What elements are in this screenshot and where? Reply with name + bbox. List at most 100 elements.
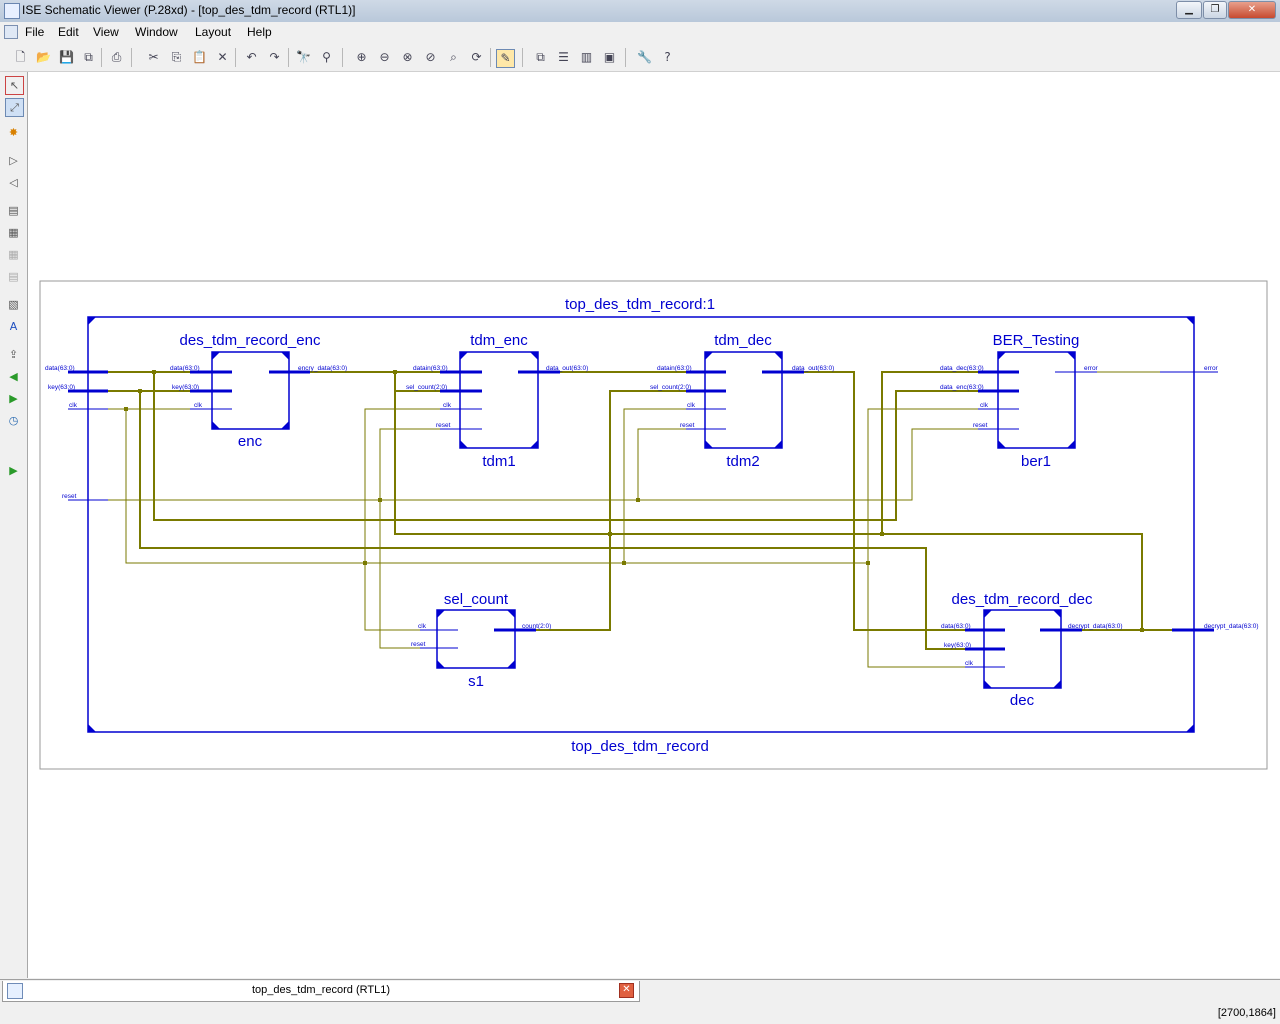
zoom-out-icon[interactable]: ⊖	[379, 50, 390, 64]
open-icon[interactable]: 📂	[36, 50, 51, 64]
document-tab-bar: top_des_tdm_record (RTL1) ✕	[0, 979, 1280, 1003]
schematic-doc-icon	[7, 983, 23, 999]
delete-icon[interactable]: ✕	[217, 50, 228, 64]
svg-text:data_dec(63:0): data_dec(63:0)	[940, 365, 984, 372]
svg-text:clk: clk	[194, 402, 203, 409]
main-toolbar: 🗋 📂 💾 ⧉ ⎙ ✂ ⎘ 📋 ✕ ↶ ↷ 🔭 ⚲ ⊕ ⊖ ⊗ ⊘ ⌕ ⟳ ✎ …	[0, 44, 1280, 72]
block-s1: clk reset count(2:0) sel_count s1	[411, 591, 551, 690]
refresh-icon[interactable]: ⟳	[471, 50, 482, 64]
toolbar-separator	[625, 48, 626, 67]
block-type-label: des_tdm_record_enc	[180, 332, 321, 349]
block-instance-label: s1	[468, 673, 484, 690]
svg-text:data(63:0): data(63:0)	[941, 623, 971, 630]
expand-icon[interactable]: ▦	[8, 226, 19, 239]
highlight-icon[interactable]: ✎	[496, 49, 515, 68]
windows-icon[interactable]: ▣	[603, 50, 616, 64]
save-all-icon[interactable]: ⧉	[84, 50, 93, 64]
toolbar-separator	[101, 48, 102, 67]
top-module-name: top_des_tdm_record	[571, 738, 709, 755]
toolbar-separator	[522, 48, 523, 67]
text-icon[interactable]: A	[9, 320, 18, 333]
top-instance-label: top_des_tdm_record:1	[565, 296, 715, 313]
paste-icon[interactable]: 📋	[192, 50, 207, 64]
zoom-full-icon[interactable]: ⊗	[402, 50, 413, 64]
menu-window[interactable]: Window	[135, 25, 178, 39]
svg-text:data(63:0): data(63:0)	[170, 365, 200, 372]
upload-icon[interactable]: ⇪	[8, 348, 19, 361]
back-icon[interactable]: ◀	[9, 370, 18, 383]
push-down-icon[interactable]: ▷	[9, 154, 18, 167]
port-data-label: data(63:0)	[45, 365, 75, 372]
find-icon[interactable]: 🔭	[296, 50, 311, 64]
find-next-icon[interactable]: ⚲	[322, 50, 331, 64]
forward-icon[interactable]: ▶	[9, 392, 18, 405]
print-icon[interactable]: ⎙	[111, 50, 122, 64]
svg-text:data_enc(63:0): data_enc(63:0)	[940, 384, 984, 391]
tile-vertical-icon[interactable]: ▥	[580, 50, 593, 64]
redo-icon[interactable]: ↷	[269, 50, 280, 64]
schematic-icon[interactable]: ▧	[8, 298, 19, 311]
maximize-button[interactable]: ❐	[1203, 1, 1227, 19]
port-error-label: error	[1204, 365, 1219, 372]
cut-icon[interactable]: ✂	[148, 50, 159, 64]
context-help-icon[interactable]: ?	[664, 50, 671, 64]
svg-text:encry_data(63:0): encry_data(63:0)	[298, 365, 347, 372]
status-bar: [2700,1864]	[0, 1003, 1280, 1024]
top-ports: data(63:0) key(63:0) clk reset error dec…	[45, 365, 1259, 632]
menu-layout[interactable]: Layout	[195, 25, 232, 39]
svg-text:clk: clk	[965, 660, 974, 667]
svg-text:datain(63:0): datain(63:0)	[413, 365, 448, 372]
block-instance-label: tdm2	[726, 453, 759, 470]
document-icon	[4, 25, 18, 39]
port-decrypt-label: decrypt_data(63:0)	[1204, 623, 1259, 630]
menu-view[interactable]: View	[93, 25, 119, 39]
zoom-area-icon[interactable]: ⌕	[450, 50, 457, 64]
svg-text:reset: reset	[680, 422, 695, 429]
top-module-frame	[87, 316, 1195, 733]
close-button[interactable]: ✕	[1228, 1, 1276, 19]
block-instance-label: enc	[238, 433, 263, 450]
copy-icon[interactable]: ⎘	[171, 50, 182, 64]
cascade-icon[interactable]: ⧉	[536, 50, 545, 64]
hierarchy-icon[interactable]: ▤	[8, 204, 19, 217]
schematic-diagram: top_des_tdm_record:1 top_des_tdm_record	[39, 280, 1268, 770]
add-instance-icon[interactable]: ✸	[8, 126, 19, 139]
menu-help[interactable]: Help	[247, 25, 272, 39]
svg-text:count(2:0): count(2:0)	[522, 623, 551, 630]
toolbar-separator	[342, 48, 343, 67]
menu-file[interactable]: File	[25, 25, 45, 39]
svg-text:data_out(63:0): data_out(63:0)	[546, 365, 588, 372]
menu-edit[interactable]: Edit	[58, 25, 79, 39]
zoom-select-icon[interactable]: ⊘	[425, 50, 436, 64]
page-icon[interactable]: ▤	[8, 270, 19, 283]
svg-text:decrypt_data(63:0): decrypt_data(63:0)	[1068, 623, 1123, 630]
new-icon[interactable]: 🗋	[15, 50, 26, 64]
save-icon[interactable]: 💾	[59, 50, 74, 64]
svg-text:datain(63:0): datain(63:0)	[657, 365, 692, 372]
svg-text:key(63:0): key(63:0)	[172, 384, 199, 391]
toolbar-separator	[288, 48, 289, 67]
history-icon[interactable]: ◷	[8, 414, 19, 427]
toolbar-separator	[131, 48, 132, 67]
block-type-label: tdm_enc	[470, 332, 528, 349]
undo-icon[interactable]: ↶	[246, 50, 257, 64]
svg-text:clk: clk	[687, 402, 696, 409]
select-arrow-icon[interactable]: ↖	[5, 76, 24, 95]
tab-top-des-tdm-record[interactable]: top_des_tdm_record (RTL1) ✕	[2, 981, 640, 1002]
left-toolbar: ↖ ⤢ ✸ ▷ ◁ ▤ ▦ ▦ ▤ ▧ A ⇪ ◀ ▶ ◷ ▶	[0, 72, 28, 978]
zoom-in-icon[interactable]: ⊕	[356, 50, 367, 64]
properties-icon[interactable]: 🔧	[637, 50, 652, 64]
run-icon[interactable]: ▶	[9, 464, 18, 477]
collapse-icon[interactable]: ▦	[8, 248, 19, 261]
pop-up-icon[interactable]: ◁	[9, 176, 18, 189]
schematic-canvas[interactable]: top_des_tdm_record:1 top_des_tdm_record	[28, 72, 1280, 978]
block-type-label: des_tdm_record_dec	[952, 591, 1093, 608]
tile-horizontal-icon[interactable]: ☰	[558, 50, 569, 64]
minimize-button[interactable]: ▁	[1176, 1, 1202, 19]
tab-close-icon[interactable]: ✕	[619, 983, 634, 998]
block-dec: data(63:0) key(63:0) clk decrypt_data(63…	[941, 591, 1123, 709]
title-bar: ISE Schematic Viewer (P.28xd) - [top_des…	[0, 0, 1280, 23]
port-key-label: key(63:0)	[48, 384, 75, 391]
svg-text:reset: reset	[973, 422, 988, 429]
net-select-icon[interactable]: ⤢	[5, 98, 24, 117]
